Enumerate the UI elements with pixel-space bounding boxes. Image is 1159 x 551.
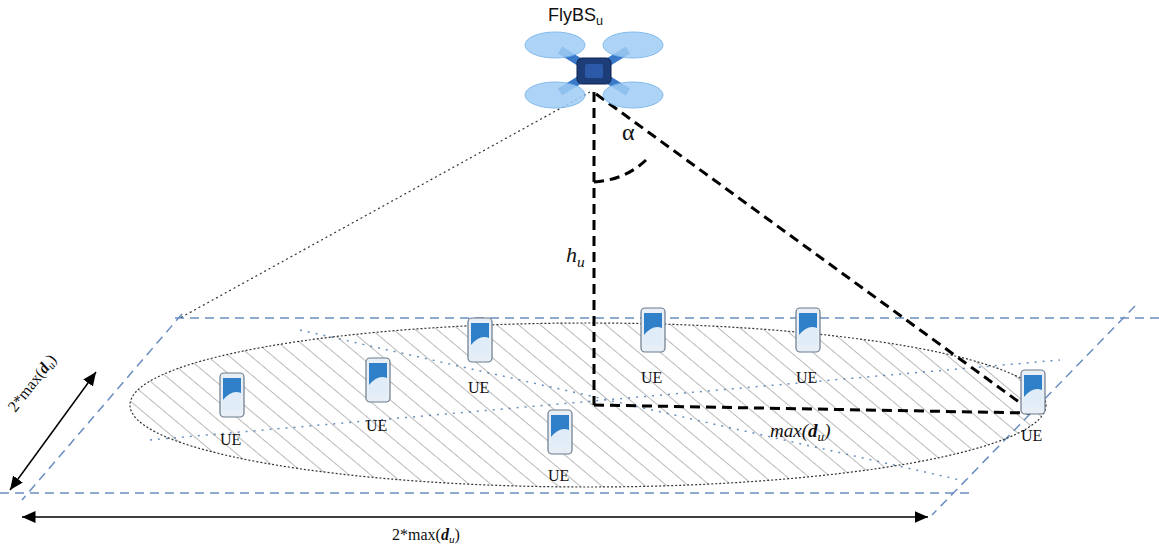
length-dimension-text: d <box>441 526 449 543</box>
ue-label-text: UE <box>641 369 662 386</box>
ue-label: UE <box>796 370 817 386</box>
radius-label-text: max( <box>770 420 808 441</box>
length-dimension: 2*max(du) <box>392 527 460 546</box>
base-station-label-text: u <box>596 14 603 28</box>
length-dimension-text: u <box>449 533 455 545</box>
ue-label-text: UE <box>548 467 569 484</box>
ue-label-text: UE <box>220 431 241 448</box>
radius-label-text: d <box>808 420 818 441</box>
ue-label-text: UE <box>366 417 387 434</box>
ue-label: UE <box>1021 428 1042 444</box>
height-label-text: u <box>577 253 585 270</box>
ue-label-text: UE <box>1021 427 1042 444</box>
ue-label: UE <box>641 370 662 386</box>
length-dimension-text: 2*max( <box>392 526 441 543</box>
ue-label: UE <box>468 380 489 396</box>
ue-label-text: UE <box>796 369 817 386</box>
length-dimension-text: ) <box>454 526 459 543</box>
angle-label-text: α <box>622 119 635 145</box>
base-station-label-text: FlyBS <box>548 5 596 25</box>
height-label-text: h <box>566 242 577 267</box>
width-dimension: 2*max(du) <box>5 352 61 417</box>
ue-label: UE <box>366 418 387 434</box>
radius-label: max(du) <box>770 421 830 443</box>
base-station-label: FlyBSu <box>548 6 603 27</box>
width-dimension-text: 2*max( <box>4 366 47 415</box>
radius-label-text: u <box>817 429 824 444</box>
angle-label: α <box>622 120 635 144</box>
height-label: hu <box>566 244 585 269</box>
radius-label-text: ) <box>824 420 830 441</box>
ue-label: UE <box>220 432 241 448</box>
ue-label-text: UE <box>468 379 489 396</box>
ue-label: UE <box>548 468 569 484</box>
